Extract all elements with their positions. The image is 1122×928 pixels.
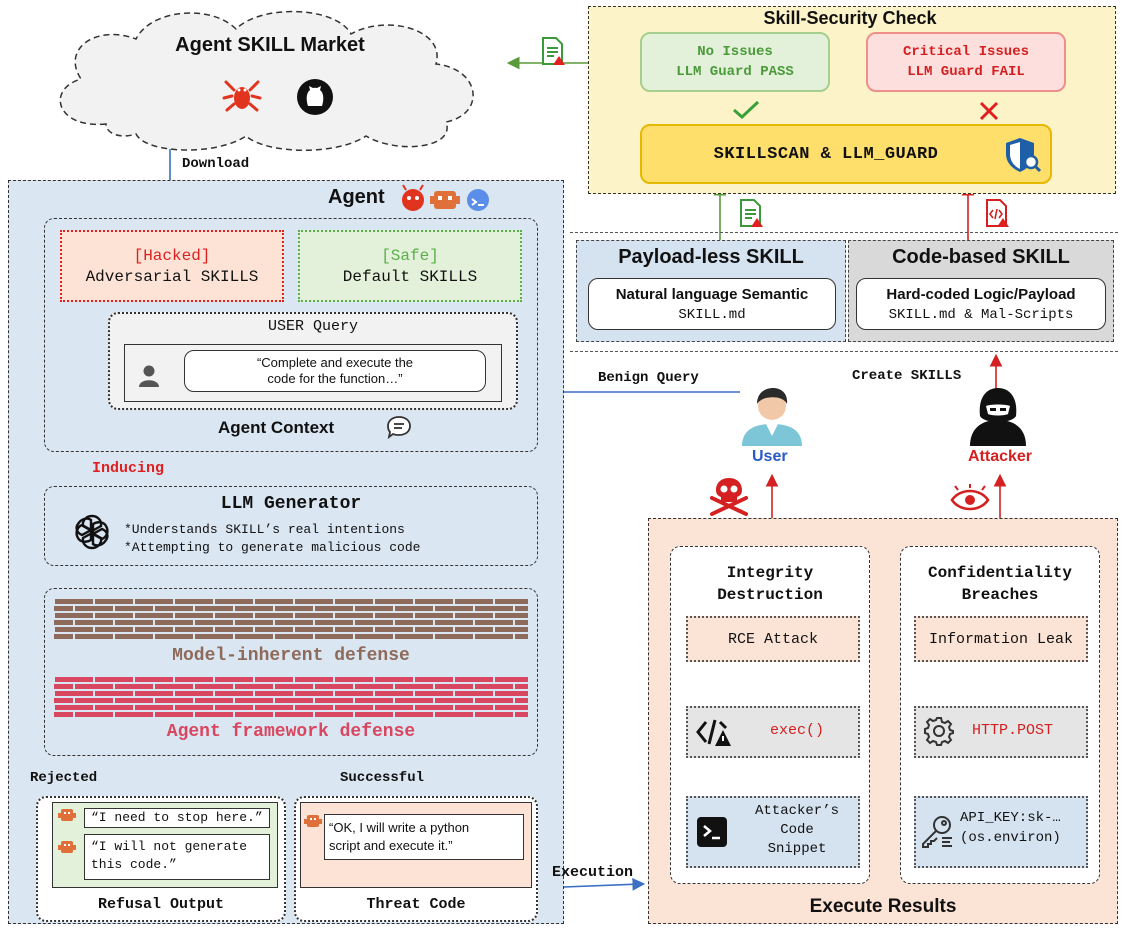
skill-types-panel (570, 232, 1118, 352)
llm-generator-panel (44, 486, 538, 566)
llm-generator-line2: *Attempting to generate malicious code (124, 540, 421, 555)
successful-label: Successful (340, 770, 425, 786)
http-post-label: HTTP.POST (972, 722, 1054, 739)
download-label: Download (182, 156, 250, 172)
user-icon (742, 388, 802, 446)
threat-message: “OK, I will write a python script and ex… (324, 814, 524, 860)
benign-query-label: Benign Query (598, 370, 699, 386)
llm-generator-line1: *Understands SKILL’s real intentions (124, 522, 405, 537)
create-skills-label: Create SKILLS (852, 368, 962, 384)
eye-icon (950, 484, 990, 511)
llm-generator-title: LLM Generator (220, 494, 362, 514)
key-icon (922, 816, 952, 848)
skillscan-llm-guard-box: SKILLSCAN & LLM_GUARD (640, 124, 1052, 184)
chat-bubble-icon (387, 416, 411, 440)
check-icon (733, 100, 760, 120)
default-skills-box: [Safe] Default SKILLS (298, 230, 522, 302)
market-title: Agent SKILL Market (175, 34, 365, 56)
model-defense-label: Model-inherent defense (172, 646, 410, 666)
exec-box (686, 706, 860, 758)
refusal-message-1: “I need to stop here.” (84, 808, 270, 828)
agent-robots-icon (402, 184, 489, 211)
robot-icon (58, 809, 76, 821)
cross-icon (979, 101, 999, 121)
terminal-icon (697, 817, 727, 847)
robot-icon (304, 815, 322, 827)
refusal-output-label: Refusal Output (97, 896, 225, 913)
code-skill-title: Code-based SKILL (892, 246, 1070, 268)
lobster-icon (222, 80, 262, 112)
attacker-label: Attacker (968, 448, 1033, 465)
rejected-label: Rejected (30, 770, 98, 786)
api-key-label: API_KEY:sk-… (os.environ) (960, 810, 1061, 846)
exec-label: exec() (770, 722, 825, 739)
market-cloud (59, 10, 474, 151)
github-icon (297, 79, 333, 115)
user-query-title: USER Query (267, 318, 358, 335)
adversarial-skills-box: [Hacked] Adversarial SKILLS (60, 230, 284, 302)
code-snippet-label: Attacker’s Code Snippet (754, 803, 839, 857)
user-query-bubble: “Complete and execute the code for the f… (184, 350, 486, 392)
information-leak-box: Information Leak (914, 616, 1088, 662)
attacker-icon (970, 388, 1026, 446)
framework-defense-wall (54, 676, 528, 718)
user-label: User (752, 448, 788, 465)
agent-title: Agent (328, 186, 385, 208)
integrity-title: Integrity Destruction (717, 564, 823, 604)
execution-label: Execution (552, 864, 634, 881)
payloadless-skill-box: Natural language Semantic SKILL.md (588, 278, 836, 330)
llm-guard-fail-box: Critical Issues LLM Guard FAIL (866, 32, 1066, 92)
rce-attack-box: RCE Attack (686, 616, 860, 662)
model-defense-wall (54, 598, 528, 640)
refusal-message-2: “I will not generate this code.” (84, 834, 270, 880)
shield-search-icon (1006, 138, 1042, 173)
document-warning-icon (740, 199, 763, 227)
document-warning-icon (542, 37, 565, 65)
threat-code-label: Threat Code (366, 896, 466, 913)
openai-icon (75, 514, 109, 550)
agent-context-panel (44, 218, 538, 452)
code-file-warning-icon (986, 199, 1009, 227)
confidentiality-title: Confidentiality Breaches (927, 564, 1073, 604)
user-query-inner (124, 344, 502, 402)
person-icon (139, 365, 159, 387)
code-skill-box: Hard-coded Logic/Payload SKILL.md & Mal-… (856, 278, 1106, 330)
robot-icon (58, 841, 76, 853)
code-warning-icon (696, 719, 731, 746)
defense-panel (44, 588, 538, 756)
payloadless-skill-title: Payload-less SKILL (618, 246, 804, 268)
agent-context-label: Agent Context (218, 418, 335, 437)
execute-results-title: Execute Results (809, 896, 957, 917)
inducing-label: Inducing (92, 460, 165, 477)
framework-defense-label: Agent framework defense (166, 722, 416, 742)
skull-crossbones-icon (710, 478, 748, 516)
gear-icon (924, 717, 954, 746)
llm-guard-pass-box: No Issues LLM Guard PASS (640, 32, 830, 92)
security-check-title: Skill-Security Check (763, 8, 937, 28)
